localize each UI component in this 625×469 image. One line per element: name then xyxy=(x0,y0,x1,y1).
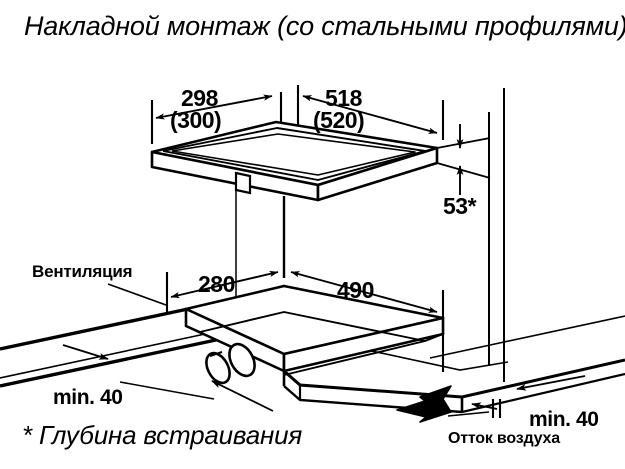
ventilation-label: Вентиляция xyxy=(32,262,133,281)
height-dimension-group xyxy=(436,124,491,195)
duct-holes xyxy=(205,342,256,385)
dimension-298: 298 xyxy=(181,85,218,111)
dimension-280: 280 xyxy=(198,271,235,297)
cooktop-connector-tab xyxy=(234,171,252,195)
cutout-box xyxy=(184,284,445,376)
min-gap-right-label: min. 40 xyxy=(529,408,599,431)
page-title: Накладной монтаж (со стальными профилями… xyxy=(24,11,625,41)
dimension-490: 490 xyxy=(337,277,374,303)
dimension-300-alt: (300) xyxy=(170,107,222,133)
footnote-text: * Глубина встраивания xyxy=(22,420,303,450)
dimension-53: 53* xyxy=(443,193,477,219)
dimension-518: 518 xyxy=(325,85,362,111)
air-outflow-arrow xyxy=(396,385,452,423)
cooktop-isometric xyxy=(150,120,439,202)
worktop-front-edge xyxy=(282,358,625,414)
top-dimension-group xyxy=(150,85,445,144)
dimension-520-alt: (520) xyxy=(313,107,365,133)
ventilation-leader xyxy=(62,283,167,360)
air-outflow-label: Отток воздуха xyxy=(448,430,560,447)
min-gap-right-leader xyxy=(447,375,586,418)
min-gap-left-leader xyxy=(119,380,274,412)
min-gap-left-label: min. 40 xyxy=(53,386,123,409)
vertical-reference-lines xyxy=(488,88,505,382)
